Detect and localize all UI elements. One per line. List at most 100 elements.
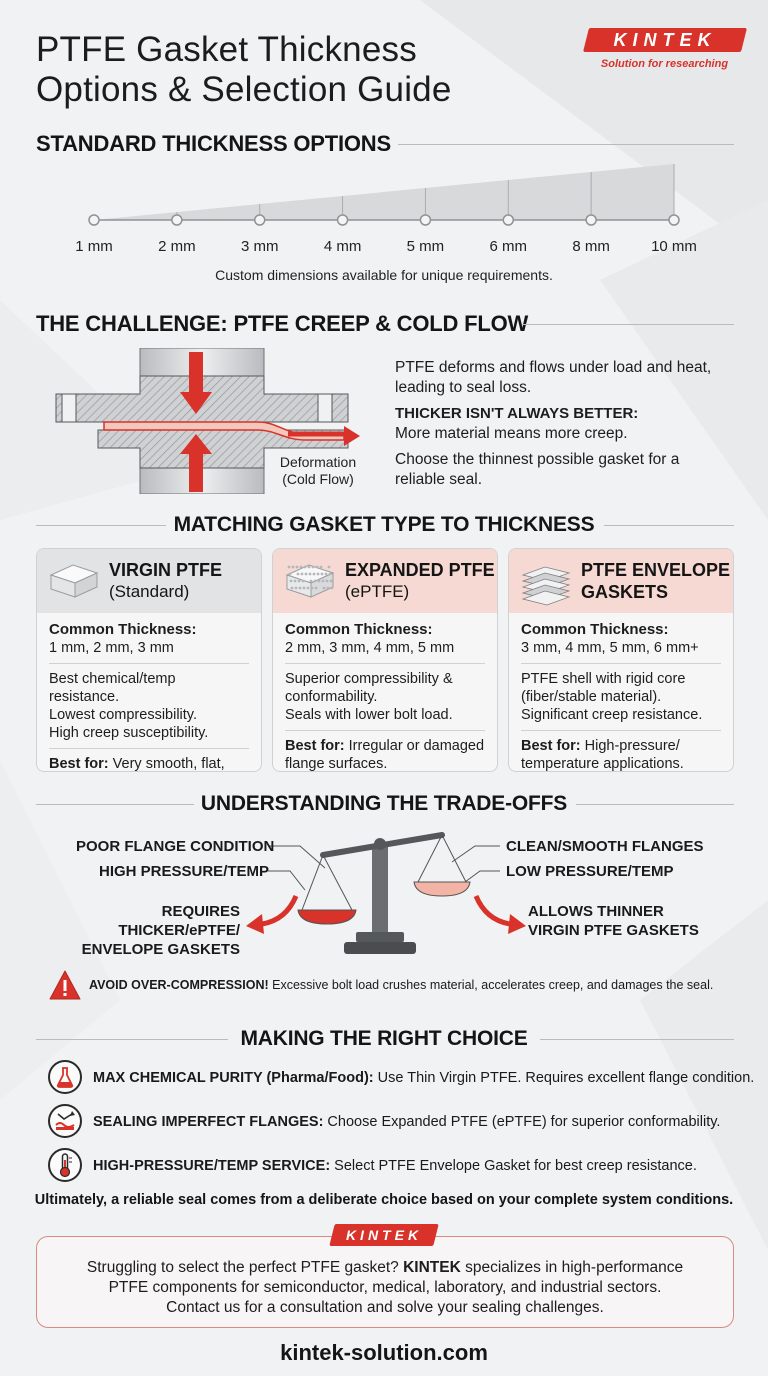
title-line-2: Options & Selection Guide xyxy=(36,70,452,109)
choice-row-label: SEALING IMPERFECT FLANGES: xyxy=(93,1114,324,1130)
thickness-option-label: 4 mm xyxy=(323,238,362,255)
tradeoff-left-result-1: REQUIRES THICKER/ePTFE/ xyxy=(118,903,240,939)
card-best-for: Best for: Very smooth, flat, parallel fl… xyxy=(49,755,249,772)
diagram-label: Deformation (Cold Flow) xyxy=(258,454,378,488)
tradeoff-right-result-1: ALLOWS THINNER xyxy=(528,903,664,920)
tradeoff-right-2: LOW PRESSURE/TEMP xyxy=(506,863,674,880)
choice-row: MAX CHEMICAL PURITY (Pharma/Food): Use T… xyxy=(93,1070,754,1086)
card-property: Superior compressibility & xyxy=(285,671,453,687)
card-best-value: High-pressure/ temperature applications. xyxy=(521,738,684,772)
scale-marker xyxy=(585,214,597,226)
tradeoff-left-2: HIGH PRESSURE/TEMP xyxy=(99,863,270,880)
cta-line-1: Struggling to select the perfect PTFE ga… xyxy=(40,1258,730,1278)
challenge-heading-rule xyxy=(522,324,734,325)
card-title: EXPANDED PTFE(ePTFE) xyxy=(345,559,495,603)
tradeoff-left-result: REQUIRES THICKER/ePTFE/ ENVELOPE GASKETS xyxy=(40,902,240,959)
card-header: VIRGIN PTFE(Standard) xyxy=(37,549,261,613)
card-subtitle: GASKETS xyxy=(581,582,669,602)
tradeoff-right-1: CLEAN/SMOOTH FLANGES xyxy=(506,838,704,855)
layered-sheets-icon xyxy=(519,559,573,612)
footer-url[interactable]: kintek-solution.com xyxy=(280,1340,488,1365)
thickness-scale xyxy=(88,164,680,226)
card-best-label: Best for: xyxy=(285,738,345,754)
matching-heading: MATCHING GASKET TYPE TO THICKNESS xyxy=(173,513,595,536)
logo-tagline: Solution for researching xyxy=(600,58,729,70)
matching-rule-right xyxy=(604,525,734,526)
card-divider xyxy=(285,730,485,731)
card-best-label: Best for: xyxy=(49,756,109,772)
tradeoff-right-result-2: VIRGIN PTFE GASKETS xyxy=(528,922,699,939)
card-thickness-label: Common Thickness: xyxy=(521,621,669,638)
brand-logo[interactable]: KINTEK Solution for researching xyxy=(582,28,747,74)
title-line-1: PTFE Gasket Thickness xyxy=(36,30,417,69)
card-body: Common Thickness: 1 mm, 2 mm, 3 mm Best ch… xyxy=(37,613,261,772)
cta-line-3: Contact us for a consultation and solve … xyxy=(166,1299,604,1316)
scale-marker xyxy=(88,214,100,226)
challenge-text-3: Choose the thinnest possible gasket for … xyxy=(395,451,680,488)
thickness-option-label: 10 mm xyxy=(651,238,697,255)
tradeoff-right-result: ALLOWS THINNER VIRGIN PTFE GASKETS xyxy=(528,902,699,940)
thickness-option-label: 3 mm xyxy=(240,238,279,255)
choice-row: SEALING IMPERFECT FLANGES: Choose Expand… xyxy=(93,1114,720,1130)
scale-marker xyxy=(419,214,432,226)
card-thickness-label: Common Thickness: xyxy=(285,621,433,638)
card-property: Seals with lower bolt load. xyxy=(285,707,453,723)
thickness-note: Custom dimensions available for unique r… xyxy=(215,267,553,283)
warning-text: AVOID OVER-COMPRESSION! Excessive bolt l… xyxy=(89,978,713,992)
choice-row-text: Choose Expanded PTFE (ePTFE) for superio… xyxy=(323,1114,721,1130)
tradeoff-left-result-2: ENVELOPE GASKETS xyxy=(81,941,240,958)
card-property: PTFE shell with rigid core xyxy=(521,671,686,687)
card-divider xyxy=(285,663,485,664)
thermometer-icon xyxy=(48,1148,82,1182)
card-subtitle: (Standard) xyxy=(109,582,190,601)
choice-rule-left xyxy=(36,1039,228,1040)
card-property: (fiber/stable material). xyxy=(521,689,662,705)
card-best-for: Best for: Irregular or damaged flange su… xyxy=(285,737,485,771)
card-divider xyxy=(521,730,721,731)
scale-marker xyxy=(253,214,266,226)
cta-line-2: PTFE components for semiconductor, medic… xyxy=(108,1279,662,1296)
cta-line-1-brand: KINTEK xyxy=(403,1259,461,1276)
logo-badge: KINTEK xyxy=(583,28,747,52)
choice-row: HIGH-PRESSURE/TEMP SERVICE: Select PTFE … xyxy=(93,1158,697,1174)
matching-rule-left xyxy=(36,525,166,526)
choice-conclusion: Ultimately, a reliable seal comes from a… xyxy=(34,1192,734,1208)
card-property: Best chemical/temp resistance. xyxy=(49,671,176,705)
diagram-label-2: (Cold Flow) xyxy=(282,471,354,487)
card-property: Lowest compressibility. xyxy=(49,707,198,723)
cta-line-1-post: specializes in high-performance xyxy=(460,1259,684,1276)
thickness-heading-rule xyxy=(398,144,734,145)
gasket-card: EXPANDED PTFE(ePTFE)Common Thickness:2 m… xyxy=(272,548,498,772)
card-property: conformability. xyxy=(285,689,378,705)
thickness-option-label: 1 mm xyxy=(75,238,113,255)
card-thickness-value: 1 mm, 2 mm, 3 mm xyxy=(49,640,174,656)
card-best-for: Best for: High-pressure/ temperature app… xyxy=(521,737,721,772)
gasket-card: VIRGIN PTFE(Standard) Common Thickness: 1 … xyxy=(36,548,262,772)
warning-bold: AVOID OVER-COMPRESSION! xyxy=(89,978,269,992)
card-divider xyxy=(49,748,249,749)
scale-marker xyxy=(171,214,183,226)
challenge-heading: THE CHALLENGE: PTFE CREEP & COLD FLOW xyxy=(36,311,529,336)
choice-row-text: Select PTFE Envelope Gasket for best cre… xyxy=(330,1158,697,1174)
card-best-label: Best for: xyxy=(521,738,581,754)
thickness-option-label: 5 mm xyxy=(406,238,445,255)
flask-icon xyxy=(48,1060,82,1094)
scale-marker xyxy=(502,214,515,226)
card-property: High creep susceptibility. xyxy=(49,725,209,741)
warning-icon xyxy=(49,970,81,1000)
scale-marker xyxy=(668,214,680,226)
cta-logo[interactable]: KINTEK xyxy=(329,1224,439,1248)
challenge-text-1: PTFE deforms and flows under load and he… xyxy=(395,359,712,396)
choice-row-label: HIGH-PRESSURE/TEMP SERVICE: xyxy=(93,1158,331,1174)
challenge-text-2-bold: THICKER ISN'T ALWAYS BETTER: xyxy=(395,405,639,422)
diagram-label-1: Deformation xyxy=(279,454,357,470)
thickness-option-label: 6 mm xyxy=(489,238,528,255)
solid-block-icon xyxy=(47,559,101,608)
card-thickness-label: Common Thickness: xyxy=(49,621,197,638)
card-divider xyxy=(49,663,249,664)
card-property: Significant creep resistance. xyxy=(521,707,703,723)
thickness-option-label: 2 mm xyxy=(158,238,196,255)
